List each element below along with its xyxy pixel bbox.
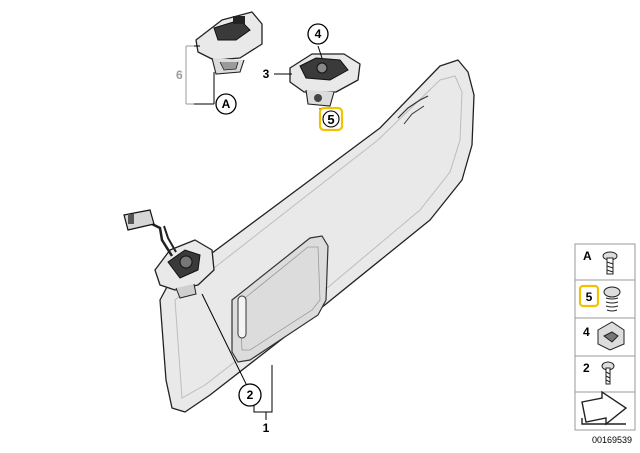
screw-icon	[602, 251, 618, 275]
callout-circle-a[interactable]	[215, 93, 237, 115]
callout-a[interactable]: A	[222, 97, 231, 111]
clip-icon	[597, 321, 625, 351]
legend-item-4[interactable]: 4	[583, 321, 625, 351]
callout-5[interactable]: 5	[327, 112, 334, 127]
legend-label-2: 2	[583, 361, 590, 375]
sun-visor[interactable]	[159, 59, 475, 413]
holder-part-3[interactable]	[289, 53, 361, 107]
callout-2[interactable]: 2	[247, 388, 254, 402]
callout-5-highlight	[318, 106, 344, 132]
arrow-icon	[581, 390, 628, 426]
callout-6[interactable]: 6	[176, 68, 183, 82]
callout-circle-2[interactable]	[238, 383, 262, 407]
legend-label-4: 4	[583, 325, 590, 339]
callout-4[interactable]: 4	[315, 27, 322, 41]
screw-icon	[601, 361, 615, 385]
legend-label-a: A	[583, 249, 592, 263]
legend-label-5: 5	[586, 290, 593, 304]
visor-mount-with-cable[interactable]	[123, 209, 215, 299]
callout-1[interactable]: 1	[263, 421, 270, 435]
legend-item-5[interactable]: 5	[578, 284, 621, 312]
legend-5-highlight	[578, 284, 600, 308]
callout-circle-4[interactable]	[307, 23, 329, 45]
callout-3[interactable]: 3	[263, 67, 270, 81]
bracket-part-6[interactable]	[195, 11, 263, 75]
spring-screw-icon	[603, 286, 621, 312]
legend-item-2[interactable]: 2	[583, 361, 615, 385]
fastener-legend: A 5 4 2	[574, 243, 636, 431]
callout-circle-5[interactable]	[322, 110, 340, 128]
legend-item-a[interactable]: A	[583, 249, 618, 275]
diagram-number: 00169539	[592, 435, 632, 445]
